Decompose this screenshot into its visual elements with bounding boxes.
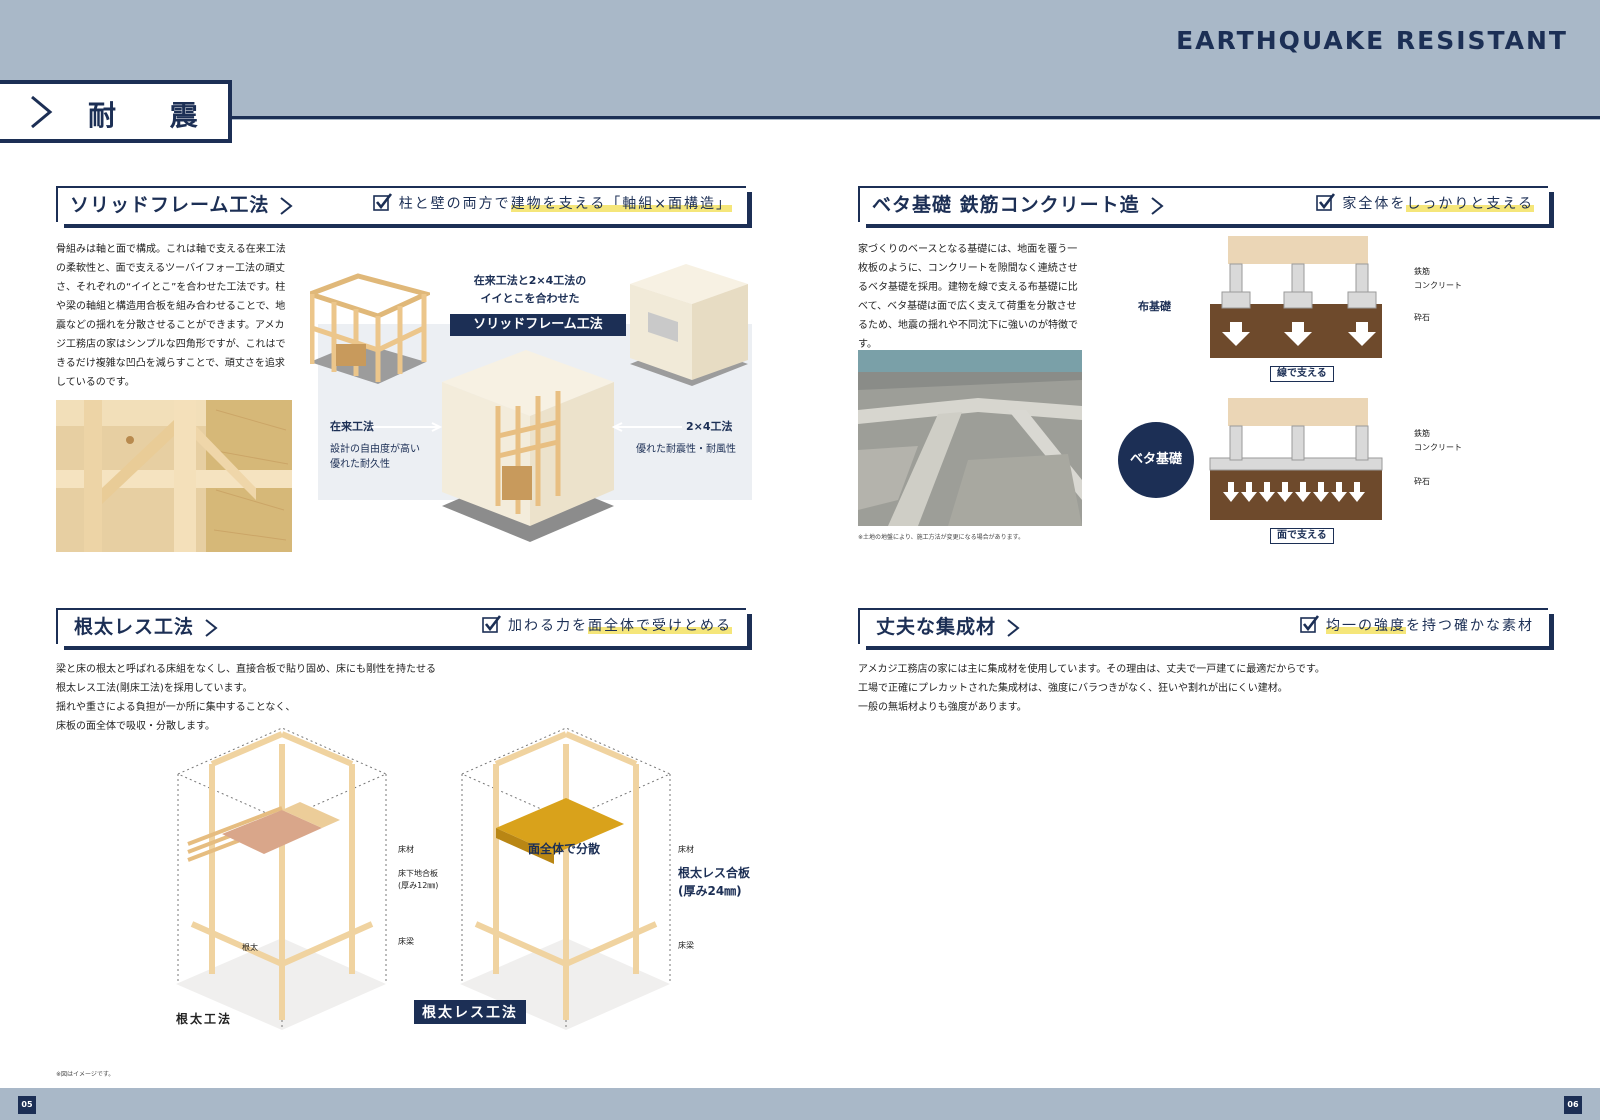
joist-label: 根太: [242, 943, 258, 952]
joistless-plywood-label: 根太レス合板: [678, 866, 751, 880]
rebar-label: 鉄筋: [1414, 429, 1430, 438]
joistless-method-illustration: [460, 727, 672, 1030]
timber-frame-photo: [56, 400, 292, 552]
nuno-caption: 線で支える: [1270, 366, 1334, 382]
chevron-right-icon: [1007, 618, 1020, 637]
gravel-label: 砕石: [1414, 313, 1430, 322]
nedaless-body: 梁と床の根太と呼ばれる床組をなくし、直接合板で貼り固め、床にも剛性を持たせる 根…: [56, 660, 696, 736]
beam-label: 床梁: [678, 941, 694, 950]
bottom-band: 05 06: [0, 1088, 1600, 1120]
body-line: 一般の無垢材よりも強度があります。: [858, 702, 1027, 713]
checkbox-icon: [372, 193, 392, 211]
two-by-four-feature: 優れた耐震性・耐風性: [636, 444, 736, 455]
beta-tagline: 家全体をしっかりと支える: [1316, 193, 1534, 213]
header-shadow: [866, 224, 1554, 228]
glulam-body: アメカジ工務店の家には主に集成材を使用しています。その理由は、丈夫で一戸建てに最…: [858, 660, 1548, 717]
chevron-right-icon: [1151, 196, 1164, 215]
brand-heading: EARTHQUAKE RESISTANT: [1176, 26, 1568, 55]
header-shadow: [1549, 614, 1554, 650]
nedaless-header: 根太レス工法 加わる力を面全体で受けとめる: [56, 608, 752, 650]
two-by-four-illustration: [630, 264, 748, 386]
joistless-method-caption: 根太レス工法: [414, 1000, 526, 1024]
arrow-left-icon: [611, 422, 682, 432]
joist-method-caption: 根太工法: [176, 1012, 233, 1026]
header-shadow: [866, 646, 1554, 650]
page-title: 耐 震: [88, 99, 220, 132]
chevron-right-icon: [280, 196, 294, 215]
header-rule: [230, 116, 1600, 119]
beta-footnote: ※土地の地盤により、施工方法が変更になる場合があります。: [858, 534, 1025, 541]
conventional-feature: 設計の自由度が高い: [330, 444, 420, 455]
two-by-four-label: 2×4工法: [686, 420, 733, 433]
beam-label: 床梁: [398, 937, 414, 946]
arrow-right-icon: [372, 422, 443, 432]
solid-frame-diagram: 在来工法と2×4工法の イイとこを合わせた ソリッドフレーム工法 在来工法 設計…: [310, 262, 760, 552]
beta-foundation-badge: ベタ基礎: [1118, 422, 1194, 498]
nedaless-title: 根太レス工法: [74, 612, 218, 639]
nedaless-tagline: 加わる力を面全体で受けとめる: [482, 615, 732, 635]
header-shadow: [64, 646, 752, 650]
solid-frame-caption: 在来工法と2×4工法の イイとこを合わせた: [430, 272, 630, 308]
spread-label: 面全体で分散: [528, 842, 601, 856]
header-shadow: [1549, 192, 1554, 228]
body-line: 床板の面全体で吸収・分散します。: [56, 721, 215, 732]
header-shadow: [64, 224, 752, 228]
checkbox-icon: [482, 615, 502, 633]
beta-foundation-diagram: [1209, 398, 1383, 520]
nuno-foundation-label: 布基礎: [1138, 300, 1171, 313]
conventional-feature: 優れた耐久性: [330, 459, 390, 470]
rebar-label: 鉄筋: [1414, 267, 1430, 276]
solid-frame-illustration: [442, 350, 614, 542]
header-shadow: [747, 192, 752, 228]
concrete-label: コンクリート: [1414, 281, 1462, 290]
header-shadow: [747, 614, 752, 650]
subfloor-label: 床下地合板: [398, 869, 438, 878]
chevron-right-icon: [205, 618, 218, 637]
beta-caption: 面で支える: [1270, 528, 1334, 544]
solid-frame-badge: ソリッドフレーム工法: [450, 314, 626, 336]
body-line: 工場で正確にプレカットされた集成材は、強度にバラつきがなく、狂いや割れが出にくい…: [858, 683, 1288, 694]
checkbox-icon: [1316, 193, 1336, 211]
section-title-box: 耐 震: [0, 80, 232, 143]
body-line: 揺れや重さによる負担が一か所に集中することなく、: [56, 702, 296, 713]
top-band: EARTHQUAKE RESISTANT: [0, 0, 1600, 120]
beta-body: 家づくりのベースとなる基礎には、地面を覆う一枚板のように、コンクリートを隙間なく…: [858, 244, 1078, 350]
joistless-plywood-thickness: (厚み24㎜): [678, 884, 742, 898]
foundation-photo: [858, 350, 1082, 526]
solid-frame-title: ソリッドフレーム工法: [70, 190, 294, 217]
beta-header: ベタ基礎 鉄筋コンクリート造 家全体をしっかりと支える: [858, 186, 1554, 228]
chevron-right-icon: [31, 95, 53, 129]
subfloor-thickness: (厚み12㎜): [398, 881, 439, 890]
page-number-left: 05: [18, 1096, 36, 1114]
illustration-note: ※図はイメージです。: [56, 1071, 115, 1078]
conventional-label: 在来工法: [330, 420, 374, 433]
page-number-right: 06: [1564, 1096, 1582, 1114]
glulam-title: 丈夫な集成材: [876, 612, 1020, 639]
gravel-label: 砕石: [1414, 477, 1430, 486]
nuno-foundation-diagram: [1210, 236, 1382, 358]
body-line: アメカジ工務店の家には主に集成材を使用しています。その理由は、丈夫で一戸建てに最…: [858, 664, 1325, 675]
solid-frame-body: 骨組みは軸と面で構成。これは軸で支える在来工法の柔軟性と、面で支えるツーバイフォ…: [56, 244, 286, 388]
beta-title: ベタ基礎 鉄筋コンクリート造: [872, 190, 1164, 217]
caption-line: 在来工法と2×4工法の: [473, 274, 587, 287]
checkbox-icon: [1300, 615, 1320, 633]
concrete-label: コンクリート: [1414, 443, 1462, 452]
joist-method-illustration: [176, 727, 388, 1030]
solid-frame-tagline: 柱と壁の両方で建物を支える「軸組×面構造」: [372, 193, 732, 213]
caption-line: イイとこを合わせた: [480, 292, 580, 305]
floor-label: 床材: [398, 845, 414, 854]
conventional-frame-illustration: [310, 273, 430, 384]
solid-frame-header: ソリッドフレーム工法 柱と壁の両方で建物を支える「軸組×面構造」: [56, 186, 752, 228]
glulam-header: 丈夫な集成材 均一の強度を持つ確かな素材: [858, 608, 1554, 650]
body-line: 梁と床の根太と呼ばれる床組をなくし、直接合板で貼り固め、床にも剛性を持たせる: [56, 664, 436, 675]
glulam-tagline: 均一の強度を持つ確かな素材: [1300, 615, 1534, 635]
body-line: 根太レス工法(剛床工法)を採用しています。: [56, 683, 253, 694]
floor-label: 床材: [678, 845, 694, 854]
